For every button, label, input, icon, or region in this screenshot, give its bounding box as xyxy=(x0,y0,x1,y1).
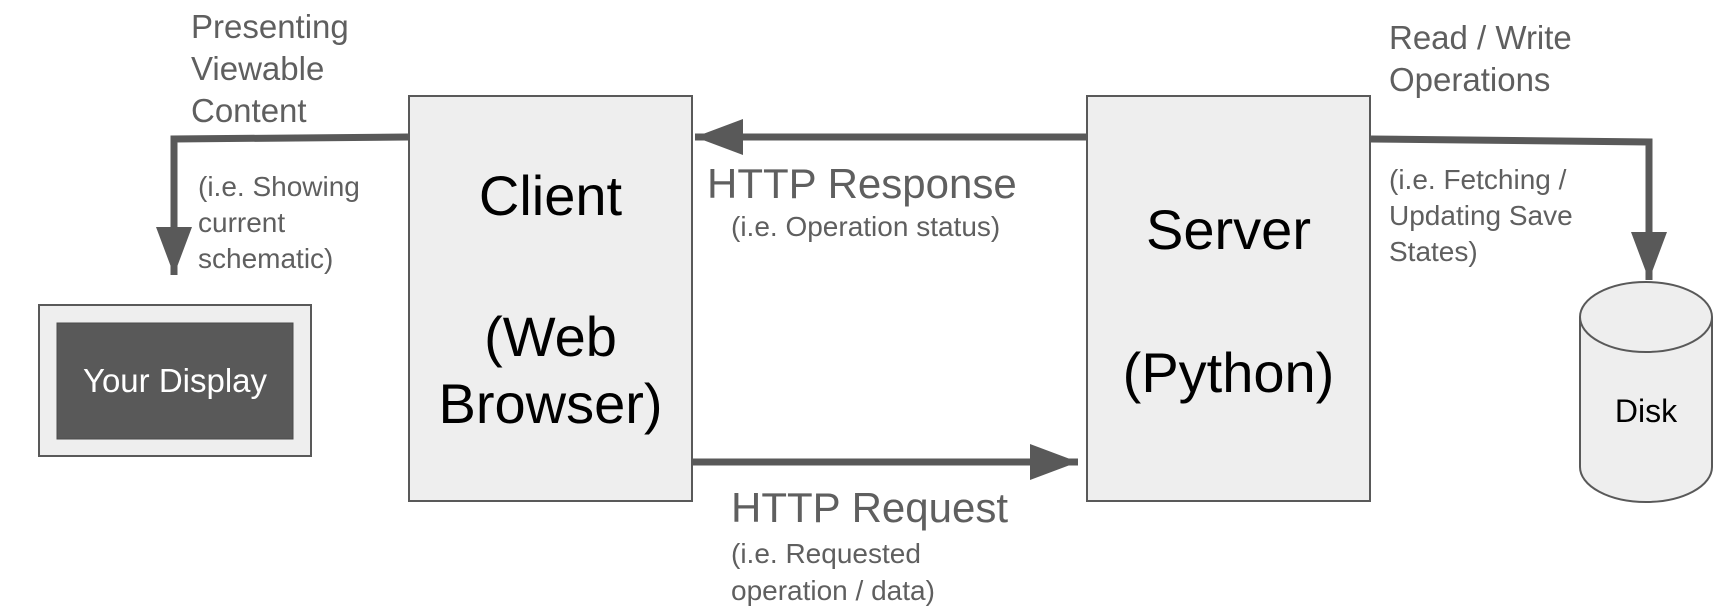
client-label-line2: (Web xyxy=(484,305,617,368)
disk-body xyxy=(1579,317,1713,503)
readwrite-title-line2: Operations xyxy=(1389,61,1551,98)
server-label-line2: (Python) xyxy=(1122,341,1335,404)
http-response-title: HTTP Response xyxy=(707,160,1017,207)
disk-label: Disk xyxy=(1614,393,1678,429)
display-label: Your Display xyxy=(82,362,268,399)
presenting-note-line1: (i.e. Showing xyxy=(198,171,360,202)
http-response-note: (i.e. Operation status) xyxy=(731,211,1001,242)
http-request-note-line1: (i.e. Requested xyxy=(731,538,921,569)
client-label-line1: Client xyxy=(478,164,623,227)
http-request-note-line2: operation / data) xyxy=(731,575,935,606)
server-label-line1: Server xyxy=(1146,198,1311,261)
presenting-title-line1: Presenting xyxy=(191,8,349,45)
display-screen xyxy=(56,322,294,440)
readwrite-note-line3: States) xyxy=(1389,236,1478,267)
client-node: Client (Web Browser) xyxy=(408,95,693,502)
presenting-title-line2: Viewable xyxy=(191,50,325,87)
readwrite-title-line1: Read / Write xyxy=(1389,19,1572,56)
presenting-note-line3: schematic) xyxy=(198,243,334,274)
display-node xyxy=(38,304,312,457)
presenting-content-arrow xyxy=(156,133,409,275)
disk-node xyxy=(1579,281,1713,503)
presenting-note-line2: current xyxy=(198,207,286,238)
server-node: Server (Python) xyxy=(1086,95,1371,502)
readwrite-note-line1: (i.e. Fetching / xyxy=(1389,164,1567,195)
readwrite-note-line2: Updating Save xyxy=(1389,200,1573,231)
read-write-arrow xyxy=(1370,135,1667,280)
client-label-line3: Browser) xyxy=(438,372,663,435)
disk-top xyxy=(1579,281,1713,353)
http-request-title: HTTP Request xyxy=(731,484,1008,531)
presenting-title-line3: Content xyxy=(191,92,307,129)
